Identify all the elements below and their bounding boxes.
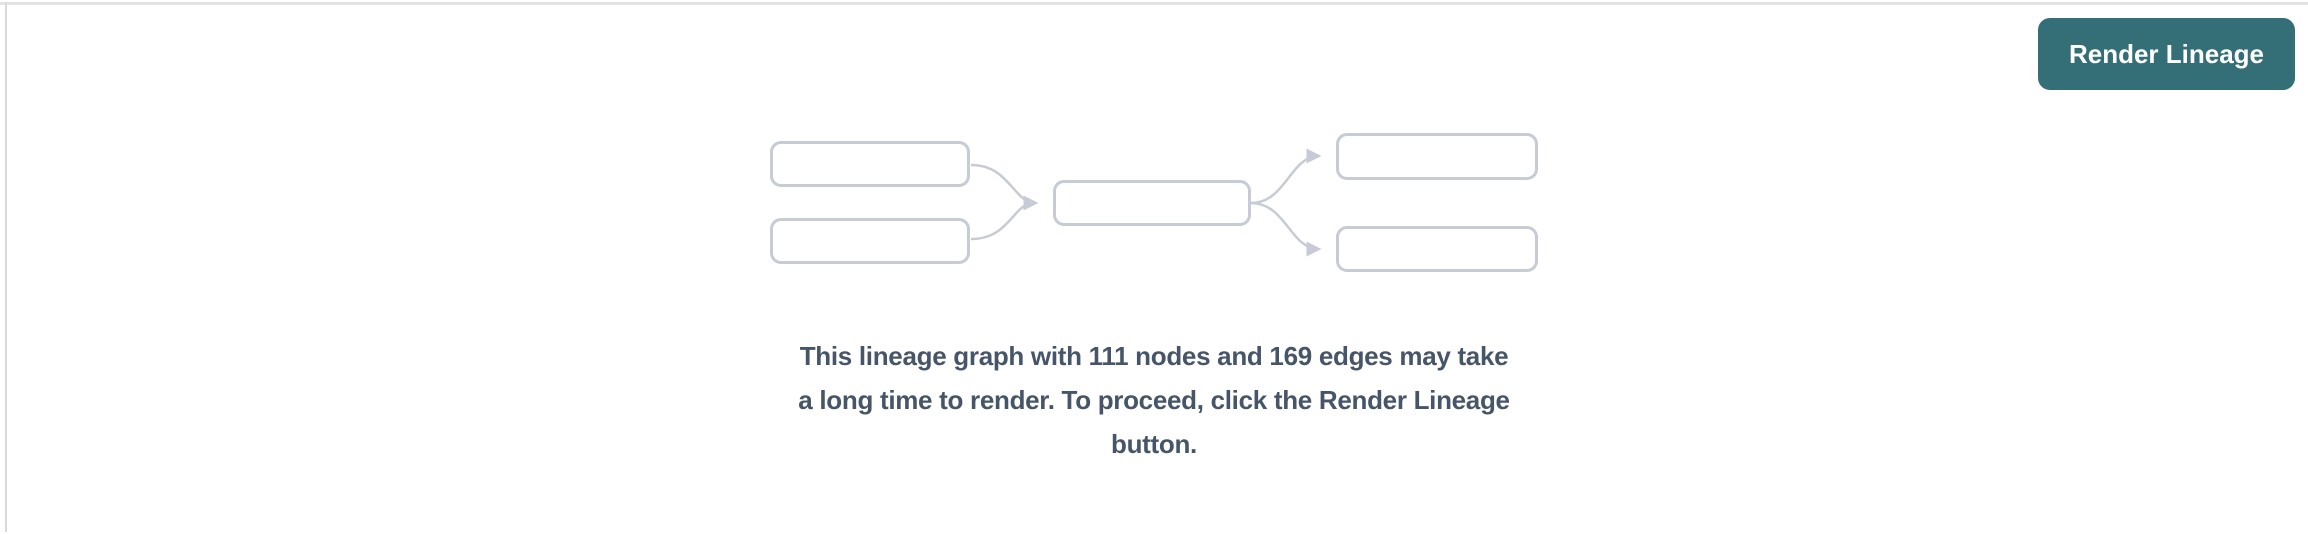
panel-top-border [0, 2, 2308, 5]
render-lineage-button[interactable]: Render Lineage [2038, 18, 2295, 90]
warning-line-1: This lineage graph with 111 nodes and 16… [799, 341, 1509, 371]
lineage-node-box-bottom-right [1336, 226, 1538, 272]
lineage-graph-placeholder [770, 133, 1538, 272]
lineage-warning-message: This lineage graph with 111 nodes and 16… [704, 334, 1604, 466]
warning-line-2: a long time to render. To proceed, click… [798, 385, 1510, 415]
edge-bottomleft-to-middle [970, 201, 1035, 241]
edge-middle-to-bottomright [1250, 201, 1322, 257]
edge-middle-to-topright [1250, 148, 1322, 205]
edge-topleft-to-middle [970, 163, 1039, 211]
lineage-node-box-top-left [770, 141, 970, 187]
warning-line-3: button. [1111, 429, 1197, 459]
lineage-node-box-middle [1053, 180, 1251, 226]
lineage-node-box-top-right [1336, 133, 1538, 180]
panel-left-border [5, 2, 7, 532]
lineage-node-box-bottom-left [770, 218, 970, 264]
